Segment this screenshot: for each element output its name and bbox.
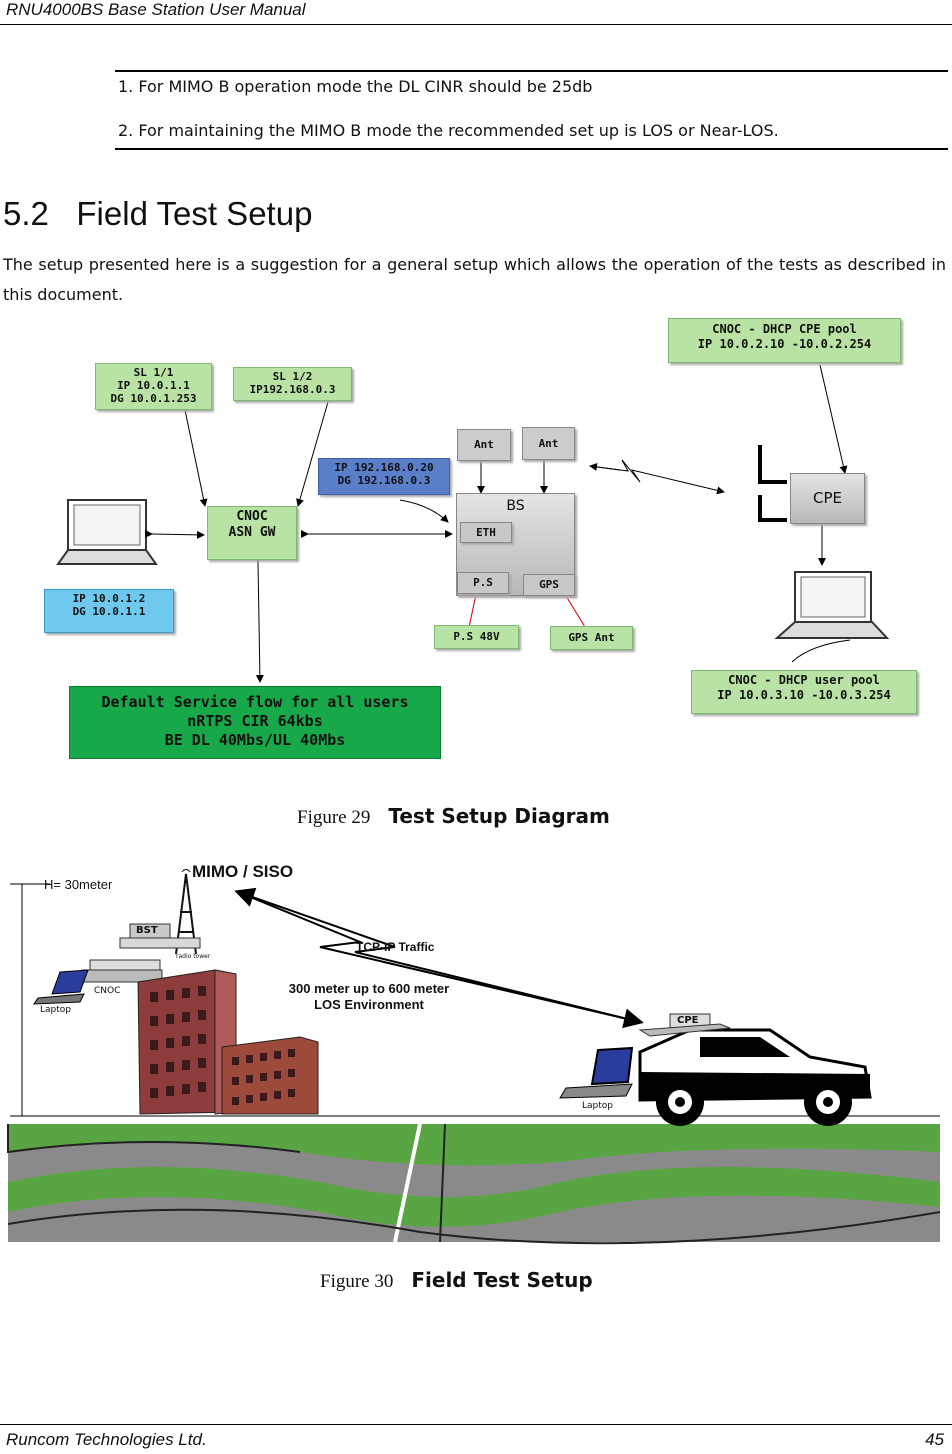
road-landscape (7, 1123, 941, 1245)
cnoc-switch-icon (81, 959, 163, 983)
cnoc-label: CNOC (236, 509, 268, 524)
page-number: 45 (925, 1430, 944, 1449)
user-dhcp-pool-box: CNOC - DHCP user pool IP 10.0.3.10 -10.0… (691, 670, 917, 714)
sl-1-2-ip: IP192.168.0.3 (249, 383, 336, 396)
sl-1-1-label: SL 1/1 (133, 366, 174, 379)
antenna-1-box: Ant (457, 429, 511, 461)
cnoc-asn-gw-box: CNOC ASN GW (207, 506, 297, 560)
laptop-left-label: Laptop (40, 1005, 71, 1015)
tcp-ip-label: TCP-IP Traffic (356, 940, 435, 954)
laptop-icon (33, 969, 89, 1005)
field-test-artwork (7, 869, 941, 1245)
figure-29-caption: Figure 29 Test Setup Diagram (297, 804, 610, 829)
laptop-dg: DG 10.0.1.1 (72, 605, 146, 618)
sl-1-1-dg: DG 10.0.1.253 (110, 392, 197, 405)
distance-label: 300 meter up to 600 meter LOS Environmen… (266, 981, 472, 1013)
laptop-icon (774, 571, 890, 639)
sl-1-1-ip: IP 10.0.1.1 (117, 379, 190, 392)
user-pool-label: CNOC - DHCP user pool (728, 673, 880, 687)
note-2: 2. For maintaining the MIMO B mode the r… (118, 121, 779, 140)
default-service-flow-box: Default Service flow for all users nRTPS… (69, 686, 441, 759)
los-environment: LOS Environment (314, 997, 424, 1012)
asn-gw-label: ASN GW (228, 525, 276, 540)
sl-1-2-label: SL 1/2 (272, 370, 313, 383)
cpe-box: CPE (790, 473, 865, 524)
height-label: H= 30meter (44, 877, 113, 892)
small-building-icon (221, 1036, 319, 1115)
figure-29-title: Test Setup Diagram (388, 804, 610, 828)
cpe-device-icon (638, 1013, 731, 1037)
car-icon (638, 1028, 872, 1126)
bs-dg: DG 192.168.0.3 (337, 474, 431, 487)
mimo-siso-label: MIMO / SISO (192, 862, 294, 881)
figure-30-number: Figure 30 (320, 1271, 394, 1292)
bs-ip: IP 192.168.0.20 (334, 461, 434, 474)
footer-company: Runcom Technologies Ltd. (6, 1430, 207, 1449)
service-flow-nrtps: nRTPS CIR 64kbs (187, 712, 323, 730)
section-heading: 5.2 Field Test Setup (3, 195, 312, 233)
power-supply-port: P.S (457, 572, 509, 594)
section-number: 5.2 (3, 195, 49, 232)
laptop-car-label: Laptop (582, 1101, 613, 1111)
note-1: 1. For MIMO B operation mode the DL CINR… (118, 77, 593, 96)
bs-label: BS (506, 498, 525, 514)
sl-1-1-box: SL 1/1 IP 10.0.1.1 DG 10.0.1.253 (95, 363, 212, 410)
footer-divider (0, 1424, 952, 1425)
gps-port: GPS (523, 574, 575, 596)
cpe-pool-range: IP 10.0.2.10 -10.0.2.254 (697, 337, 872, 351)
bst-device-icon (119, 923, 201, 949)
field-test-illustration: H= 30meter MIMO / SISO BST radio tower C… (0, 852, 952, 1247)
gps-antenna-box: GPS Ant (550, 626, 633, 650)
bs-ip-box: IP 192.168.0.20 DG 192.168.0.3 (318, 458, 450, 495)
bst-label: BST (136, 925, 158, 936)
base-station-box: BS ETH P.S GPS (456, 493, 575, 596)
radio-tower-label: radio tower (176, 953, 211, 960)
tall-building-icon (137, 969, 237, 1115)
antenna-2-box: Ant (522, 427, 575, 460)
radio-tower-icon (175, 869, 197, 955)
figure-29-number: Figure 29 (297, 807, 371, 828)
power-supply-48v-box: P.S 48V (434, 625, 519, 649)
figure-30-title: Field Test Setup (411, 1268, 593, 1292)
notes-top-rule (115, 70, 948, 72)
test-setup-diagram: SL 1/1 IP 10.0.1.1 DG 10.0.1.253 SL 1/2 … (0, 310, 952, 770)
distance-range: 300 meter up to 600 meter (288, 981, 450, 996)
service-flow-title: Default Service flow for all users (101, 693, 409, 711)
diagram-connectors (56, 364, 890, 683)
header-divider (0, 24, 952, 25)
cpe-pool-label: CNOC - DHCP CPE pool (712, 322, 857, 336)
document-header-title: RNU4000BS Base Station User Manual (6, 0, 306, 19)
sl-1-2-box: SL 1/2 IP192.168.0.3 (233, 367, 352, 401)
laptop-icon (56, 499, 158, 565)
cpe-dhcp-pool-box: CNOC - DHCP CPE pool IP 10.0.2.10 -10.0.… (668, 318, 901, 363)
figure-30-caption: Figure 30 Field Test Setup (320, 1268, 593, 1293)
section-title: Field Test Setup (76, 195, 313, 232)
cnoc-label: CNOC (94, 986, 121, 996)
intro-paragraph: The setup presented here is a suggestion… (3, 255, 946, 304)
eth-port: ETH (460, 522, 512, 543)
laptop-icon (559, 1046, 634, 1099)
laptop-ip-box: IP 10.0.1.2 DG 10.0.1.1 (44, 589, 174, 633)
service-flow-be: BE DL 40Mbs/UL 40Mbs (164, 731, 346, 749)
user-pool-range: IP 10.0.3.10 -10.0.3.254 (717, 688, 891, 702)
notes-bottom-rule (115, 148, 948, 150)
laptop-ip: IP 10.0.1.2 (72, 592, 146, 605)
cpe-label: CPE (677, 1015, 699, 1026)
